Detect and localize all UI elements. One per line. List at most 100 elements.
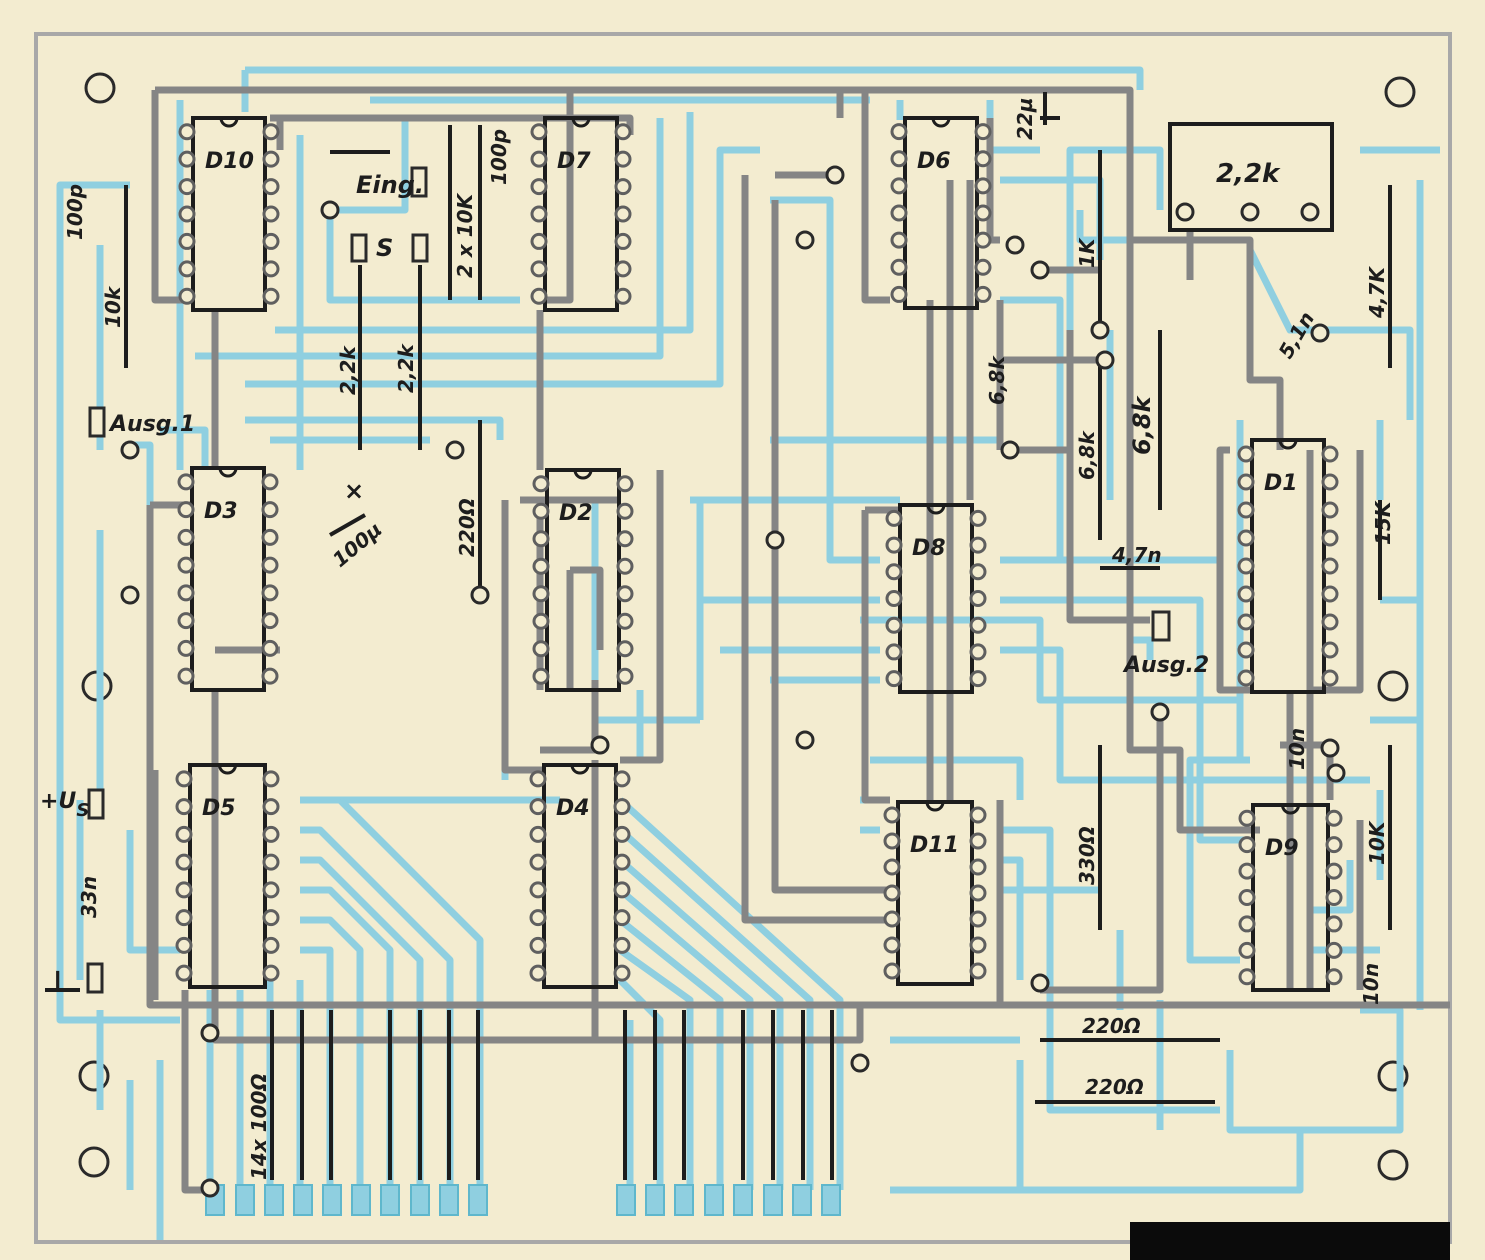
ic-pin — [530, 123, 548, 141]
ic-pin — [175, 770, 193, 788]
ic-pin — [613, 770, 631, 788]
ic-pin — [885, 590, 903, 607]
ic-pin — [969, 910, 987, 928]
ic-pin — [885, 643, 903, 661]
solder-pad — [470, 585, 490, 605]
res-6-8k-a: 6,8k — [985, 355, 1009, 405]
ic-pin — [261, 584, 279, 602]
ic-pin — [175, 964, 193, 982]
ic-pin — [890, 231, 908, 249]
solder-pad — [1150, 702, 1170, 722]
ic-pin — [262, 798, 280, 816]
ic-pin — [613, 825, 631, 843]
ic-pin — [1325, 915, 1343, 933]
edge-pad — [792, 1184, 812, 1216]
edge-pad — [235, 1184, 255, 1216]
res-2-2k-a: 2,2k — [336, 345, 360, 395]
ic-label: D5 — [202, 796, 236, 821]
ic-pin — [532, 667, 550, 685]
ic-pin — [883, 858, 901, 876]
ic-pin — [177, 473, 195, 491]
ic-pin — [1321, 613, 1339, 631]
ic-pin — [261, 612, 279, 630]
res-array-14x100: 14x 100Ω — [247, 1074, 271, 1180]
ic-label: D6 — [917, 149, 951, 174]
ic-label: D4 — [556, 796, 590, 821]
ic-pin — [261, 473, 279, 491]
ic-pin — [1321, 445, 1339, 463]
resistor-2-2k-box — [1168, 122, 1334, 232]
solder-pads — [120, 165, 1346, 1198]
ic-pin — [529, 881, 547, 899]
solder-pad — [1240, 202, 1260, 222]
ic-pin — [178, 123, 196, 141]
solder-pad — [1030, 260, 1050, 280]
cap-100u: 100µ — [328, 517, 387, 572]
ic-pin — [532, 557, 550, 575]
mounting-hole — [78, 1146, 110, 1178]
input-pad — [410, 166, 428, 198]
ic-pin — [1238, 862, 1256, 880]
board-outline — [34, 32, 1452, 1244]
ic-pin — [175, 909, 193, 927]
ic-pin — [616, 640, 634, 658]
res-1k: 1K — [1075, 237, 1099, 268]
component-value-labels: 100p 10k 2 x 10K 100p 2,2k 2,2k 100µ × 2… — [63, 97, 1395, 1180]
ic-pin — [616, 502, 634, 520]
ic-pin — [1238, 836, 1256, 854]
ic-pin — [178, 287, 196, 305]
ic-pin — [175, 936, 193, 954]
res-220-mid: 220Ω — [455, 498, 479, 557]
ic-pin — [969, 590, 987, 607]
ic-pin — [1237, 473, 1255, 491]
res-220-b: 220Ω — [1085, 1075, 1144, 1099]
ic-pin — [1238, 915, 1256, 933]
ic-pin — [974, 177, 992, 195]
ic-pin — [969, 806, 987, 824]
ic-pin — [532, 612, 550, 630]
solder-pad — [825, 165, 845, 185]
solder-pad — [850, 1053, 870, 1073]
ic-body — [188, 763, 267, 989]
solder-pad — [590, 735, 610, 755]
ic-pin — [262, 936, 280, 954]
edge-connector-pads — [205, 1184, 841, 1216]
ic-pin — [175, 881, 193, 899]
ic-pin — [969, 936, 987, 954]
ic-body — [903, 116, 979, 310]
ic-pin — [616, 530, 634, 548]
ic-pin — [616, 557, 634, 575]
ic-d1: D1 — [1237, 438, 1339, 694]
solder-pad — [1310, 323, 1330, 343]
edge-pad — [733, 1184, 753, 1216]
vcc-label: +US — [40, 789, 89, 821]
ic-pin — [175, 853, 193, 871]
ic-body — [896, 800, 974, 986]
ic-pin — [177, 667, 195, 685]
ic-pin — [890, 258, 908, 276]
ic-pin — [969, 884, 987, 902]
ic-pin — [969, 832, 987, 850]
solder-pad — [120, 440, 140, 460]
ic-pin — [1238, 968, 1256, 986]
ic-pin — [614, 205, 632, 223]
ic-pin — [890, 177, 908, 195]
ic-pin — [532, 640, 550, 658]
ic-pin — [261, 667, 279, 685]
res-2x10k: 2 x 10K — [453, 192, 477, 278]
ic-label: D9 — [1265, 836, 1299, 861]
ic-pin — [613, 798, 631, 816]
out2-pad — [1151, 610, 1171, 642]
ic-pin — [178, 178, 196, 196]
ic-pin — [969, 536, 987, 554]
out1-pad — [88, 406, 106, 438]
ic-pin — [529, 798, 547, 816]
ic-d7: D7 — [530, 116, 632, 312]
ic-pin — [1237, 613, 1255, 631]
ic-pin — [529, 770, 547, 788]
solder-pad — [1000, 440, 1020, 460]
vcc-pad — [87, 788, 105, 820]
ic-notch — [1281, 804, 1300, 815]
ic-pin — [974, 204, 992, 222]
